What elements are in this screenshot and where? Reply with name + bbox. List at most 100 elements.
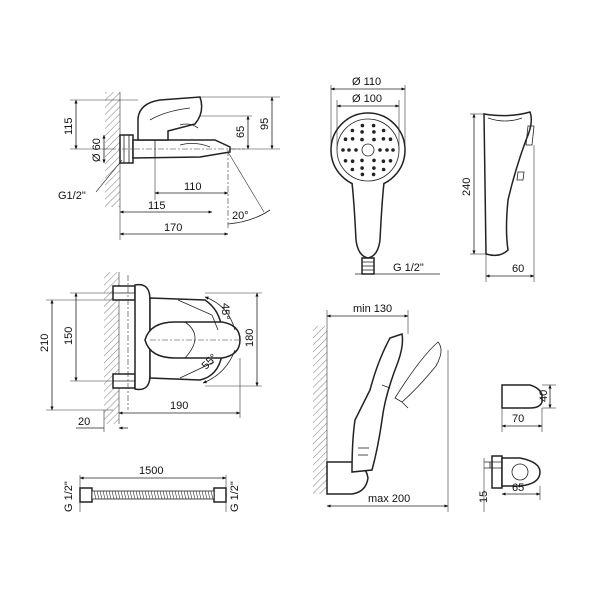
nozzle-dot — [381, 159, 386, 163]
nozzle-dot — [381, 137, 386, 141]
nozzle-dot — [350, 137, 355, 141]
hose-coil — [138, 490, 142, 500]
hose-coil — [120, 490, 124, 500]
hose-coil — [201, 490, 205, 500]
hose-coil — [147, 490, 151, 500]
hose-coil — [156, 490, 160, 500]
nozzle-dot — [360, 137, 364, 142]
hose-coil — [195, 490, 199, 500]
nozzle-dot — [372, 137, 376, 142]
hose-coil — [180, 490, 184, 500]
thread-label: G1/2" — [58, 190, 86, 202]
hose-coil — [126, 490, 130, 500]
hose-coil — [129, 490, 133, 500]
nozzle-dot — [360, 123, 365, 128]
dim-max-200: max 200 — [368, 493, 410, 505]
hose-coil — [108, 490, 112, 500]
hose-coils — [93, 490, 214, 500]
dim-180: 180 — [244, 329, 256, 347]
hose-coil — [168, 490, 172, 500]
nozzle-dot — [341, 148, 345, 152]
hose-coil — [159, 490, 163, 500]
hose-thread-left: G 1/2" — [63, 481, 75, 512]
nozzle-dot — [381, 167, 386, 172]
dim-115-width: 115 — [148, 200, 166, 212]
hose-coil — [93, 490, 97, 500]
hose-coil — [99, 490, 103, 500]
hose-coil — [114, 490, 118, 500]
dim-65-holder: 65 — [512, 482, 524, 494]
spray-nozzles — [341, 123, 395, 177]
nozzle-dot — [371, 123, 376, 128]
nozzle-dot — [381, 128, 386, 133]
nozzle-dot — [360, 130, 364, 134]
nozzle-dot — [360, 158, 364, 163]
dim-115-height: 115 — [63, 117, 75, 135]
dim-65: 65 — [235, 126, 247, 138]
thread-label-head: G 1/2" — [393, 262, 424, 274]
holder-part-view: 70 40 65 15 — [478, 384, 556, 512]
hose-coil — [102, 490, 106, 500]
hose-coil — [210, 490, 214, 500]
dim-dia-60: Ø 60 — [91, 138, 103, 162]
shower-head-side-view: 240 60 — [461, 111, 535, 282]
dim-210: 210 — [39, 334, 51, 352]
hose-coil — [186, 490, 190, 500]
nozzle-dot — [372, 166, 376, 170]
hose-coil — [189, 490, 193, 500]
nozzle-dot — [350, 159, 355, 163]
hose-coil — [162, 490, 166, 500]
dim-170: 170 — [164, 222, 182, 234]
hose-coil — [198, 490, 202, 500]
dim-95: 95 — [259, 118, 271, 130]
nozzle-dot — [343, 137, 348, 141]
angle-20: 20° — [232, 210, 249, 222]
nozzle-dot — [350, 167, 355, 172]
wall-hatch — [105, 92, 120, 207]
hose-thread-right: G 1/2" — [229, 481, 241, 512]
nozzle-dot — [388, 137, 393, 141]
dim-1500: 1500 — [139, 465, 163, 477]
hose-coil — [141, 490, 145, 500]
shower-head-front-view: Ø 110 Ø 100 G 1/2" — [330, 76, 440, 275]
hose-coil — [207, 490, 211, 500]
mixer-side-view: 115 Ø 60 G1/2" 65 95 110 115 170 20° — [58, 92, 280, 240]
nozzle-dot — [347, 148, 351, 152]
nozzle-dot — [372, 158, 376, 163]
dim-dia-100: Ø 100 — [352, 93, 382, 105]
nozzle-dot — [350, 128, 355, 133]
mixer-front-view: 210 150 180 45° 55° 190 20 — [39, 272, 262, 432]
nozzle-dot — [388, 159, 393, 163]
nozzle-dot — [372, 130, 376, 134]
hose-coil — [123, 490, 127, 500]
hose-coil — [183, 490, 187, 500]
hose-coil — [171, 490, 175, 500]
hose-coil — [177, 490, 181, 500]
hose-coil — [165, 490, 169, 500]
nozzle-dot — [378, 148, 382, 152]
hose-view: 1500 G 1/2" G 1/2" — [63, 465, 241, 512]
dim-15: 15 — [478, 491, 490, 503]
dim-70: 70 — [512, 413, 524, 425]
wall-hatch-3 — [313, 326, 327, 494]
hose-coil — [111, 490, 115, 500]
dim-60: 60 — [512, 263, 524, 275]
hose-coil — [117, 490, 121, 500]
hose-coil — [204, 490, 208, 500]
dim-dia-110: Ø 110 — [352, 76, 381, 88]
nozzle-dot — [391, 148, 395, 152]
hose-coil — [96, 490, 100, 500]
angle-45: 45° — [219, 303, 231, 320]
dim-20: 20 — [78, 416, 90, 428]
nozzle-dot — [354, 148, 358, 152]
dim-190: 190 — [170, 400, 188, 412]
hose-coil — [150, 490, 154, 500]
nozzle-dot — [360, 166, 364, 170]
nozzle-dot — [360, 172, 365, 177]
dim-110: 110 — [184, 181, 202, 193]
hose-coil — [105, 490, 109, 500]
nozzle-dot — [343, 159, 348, 163]
hose-coil — [144, 490, 148, 500]
hose-coil — [174, 490, 178, 500]
